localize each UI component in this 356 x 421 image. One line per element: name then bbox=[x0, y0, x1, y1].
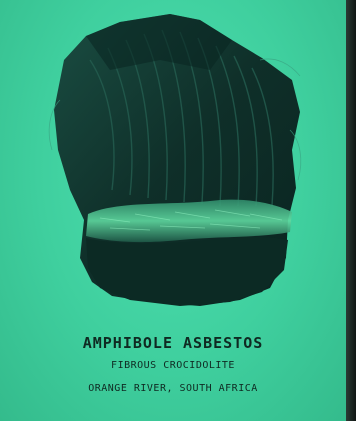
specimen-location: ORANGE RIVER, SOUTH AFRICA bbox=[88, 383, 258, 394]
fibrous-band bbox=[86, 199, 292, 243]
rock-base bbox=[86, 237, 288, 306]
band-fibers bbox=[99, 209, 283, 231]
crocidolite-specimen-photo bbox=[48, 14, 302, 306]
slide-edge-border bbox=[346, 0, 356, 421]
specimen-subtitle: FIBROUS CROCIDOLITE bbox=[111, 360, 235, 371]
fiber-striations bbox=[89, 29, 274, 207]
stray-fibers bbox=[48, 58, 302, 181]
rock-shadow bbox=[86, 14, 232, 70]
specimen-title: AMPHIBOLE ASBESTOS bbox=[82, 334, 264, 352]
specimen-slide: AMPHIBOLE ASBESTOS FIBROUS CROCIDOLITE O… bbox=[0, 0, 346, 421]
